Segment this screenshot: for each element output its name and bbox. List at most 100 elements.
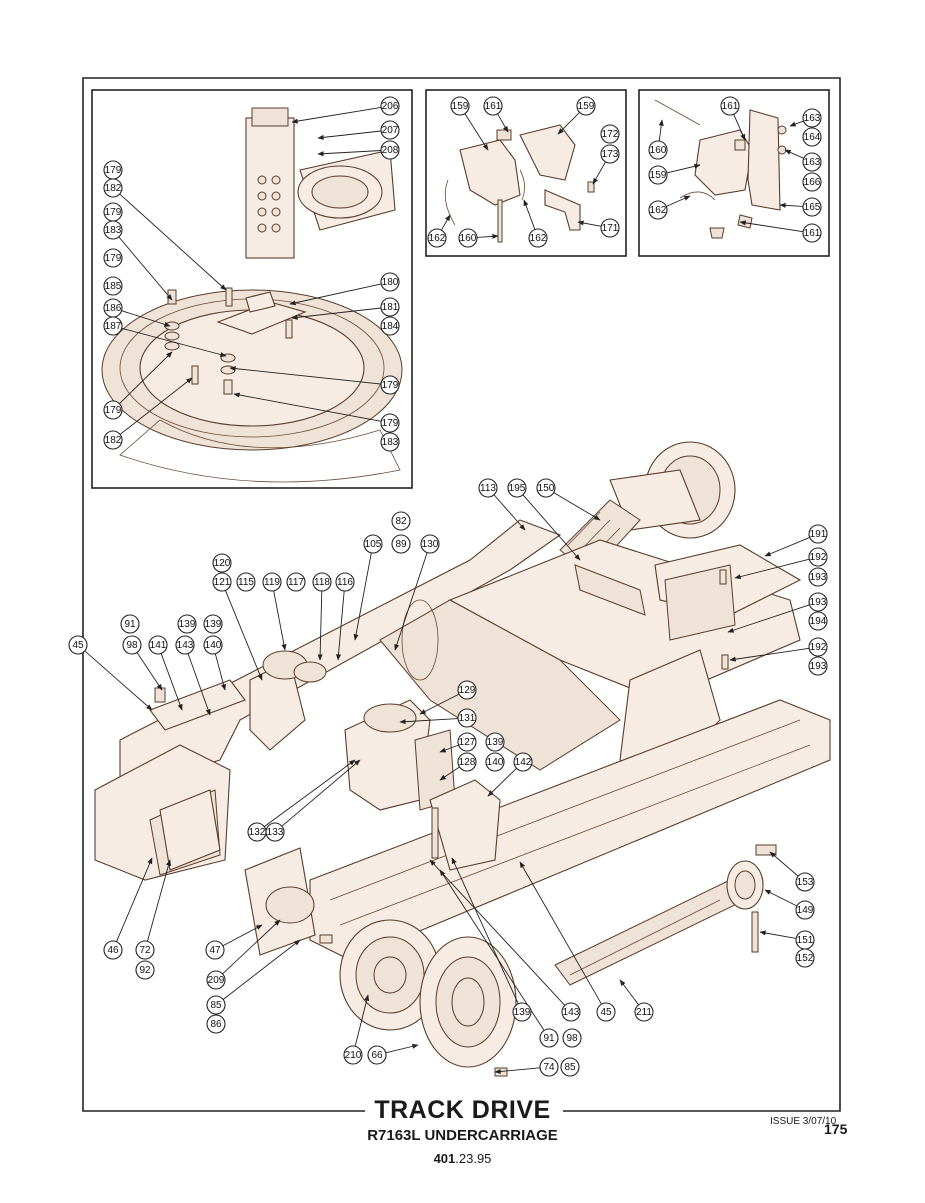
callout-label: 187 — [105, 321, 122, 332]
callout-label: 105 — [365, 539, 382, 550]
guard-right-inset-artwork — [654, 99, 787, 239]
callout-label: 164 — [804, 132, 821, 143]
leader-line-66 — [385, 1043, 419, 1054]
callout-181: 181 — [380, 297, 400, 317]
callout-159: 159 — [648, 165, 668, 185]
callout-184: 184 — [380, 316, 400, 336]
leader-line-181 — [291, 307, 382, 320]
callout-label: 118 — [314, 577, 330, 588]
callout-162: 162 — [528, 228, 548, 248]
callout-circle — [458, 228, 478, 248]
callout-133: 133 — [265, 822, 285, 842]
callout-circle — [562, 1028, 582, 1048]
leader-line-46 — [116, 857, 153, 942]
part-reference: 401.23.95 — [0, 1151, 925, 1166]
callout-85: 85 — [206, 995, 226, 1015]
leader-line-171 — [577, 220, 602, 227]
callout-193: 193 — [808, 592, 828, 612]
callout-label: 117 — [288, 577, 304, 588]
callout-circle — [539, 1057, 559, 1077]
callout-circle — [391, 511, 411, 531]
callout-label: 139 — [205, 619, 222, 630]
inset-guard-left-frame — [425, 89, 627, 257]
leader-line-195 — [522, 494, 581, 561]
callout-179: 179 — [103, 400, 123, 420]
callout-circle — [103, 276, 123, 296]
callout-179: 179 — [103, 202, 123, 222]
callout-140: 140 — [203, 635, 223, 655]
leader-line-140 — [214, 653, 226, 691]
callout-circle — [634, 1002, 654, 1022]
callout-label: 179 — [105, 405, 122, 416]
callout-187: 187 — [103, 316, 123, 336]
callout-129: 129 — [457, 680, 477, 700]
callout-153: 153 — [795, 872, 815, 892]
callout-circle — [808, 547, 828, 567]
leader-line-159 — [557, 112, 580, 135]
callout-label: 179 — [105, 253, 122, 264]
callout-label: 143 — [563, 1007, 580, 1018]
leader-line-186 — [121, 310, 171, 327]
leader-line-193 — [727, 604, 810, 633]
callout-circle — [103, 220, 123, 240]
callout-label: 159 — [578, 101, 595, 112]
callout-circle — [391, 534, 411, 554]
leader-line-179 — [119, 351, 173, 405]
callout-label: 191 — [810, 529, 827, 540]
leader-line-98 — [136, 652, 163, 691]
leader-line-133 — [281, 759, 361, 827]
callout-label: 159 — [452, 101, 469, 112]
callout-circle — [802, 152, 822, 172]
callout-label: 91 — [543, 1033, 555, 1044]
leader-line-149 — [764, 889, 798, 907]
leader-line-150 — [553, 492, 601, 521]
callout-label: 162 — [429, 233, 446, 244]
callout-72: 72 — [135, 940, 155, 960]
leader-line-160 — [658, 119, 664, 142]
callout-139: 139 — [203, 614, 223, 634]
callout-circle — [808, 524, 828, 544]
callout-label: 120 — [214, 558, 231, 569]
callout-193: 193 — [808, 567, 828, 587]
callout-label: 119 — [264, 577, 280, 588]
callout-label: 209 — [208, 975, 225, 986]
callout-label: 160 — [460, 233, 477, 244]
callout-label: 161 — [485, 101, 502, 112]
callout-circle — [560, 1057, 580, 1077]
callout-label: 45 — [72, 640, 84, 651]
callout-label: 45 — [600, 1007, 612, 1018]
callout-circle — [135, 960, 155, 980]
leader-line-151 — [759, 930, 797, 939]
callout-label: 206 — [382, 101, 399, 112]
callout-circle — [720, 96, 740, 116]
leader-line-192 — [734, 558, 810, 580]
callout-circle — [148, 635, 168, 655]
callout-label: 72 — [139, 945, 151, 956]
callout-circle — [367, 1045, 387, 1065]
callout-circle — [648, 165, 668, 185]
callout-159: 159 — [450, 96, 470, 116]
leader-line-161 — [733, 114, 746, 141]
callout-label: 180 — [382, 277, 399, 288]
callout-circle — [363, 534, 383, 554]
callout-circle — [513, 752, 533, 772]
leader-line-191 — [764, 537, 810, 557]
callout-label: 211 — [636, 1007, 652, 1018]
callout-circle — [457, 752, 477, 772]
page-title: TRACK DRIVE — [374, 1096, 551, 1124]
callout-207: 207 — [380, 120, 400, 140]
callout-label: 131 — [459, 713, 476, 724]
callout-circle — [478, 478, 498, 498]
callout-185: 185 — [103, 276, 123, 296]
leader-line-129 — [419, 693, 460, 715]
callout-label: 141 — [150, 640, 167, 651]
callout-label: 166 — [804, 177, 821, 188]
leader-line-162 — [666, 195, 691, 207]
callout-circle — [802, 127, 822, 147]
callout-163: 163 — [802, 152, 822, 172]
callout-label: 66 — [371, 1050, 383, 1061]
callout-label: 127 — [459, 737, 476, 748]
callout-192: 192 — [808, 637, 828, 657]
callout-label: 139 — [487, 737, 504, 748]
callout-label: 151 — [797, 935, 814, 946]
